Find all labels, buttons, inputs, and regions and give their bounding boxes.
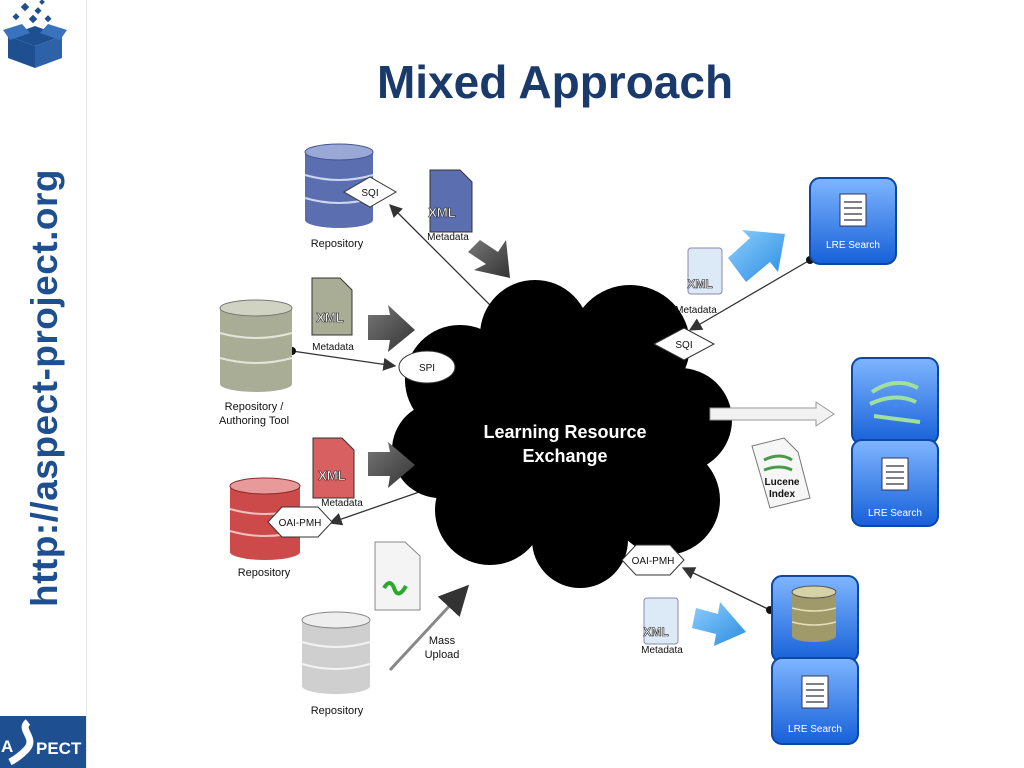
svg-text:LRE Search: LRE Search	[868, 508, 922, 519]
repository-label: Repository	[311, 705, 364, 717]
svg-text:XML: XML	[316, 310, 344, 325]
svg-text:XML: XML	[687, 277, 712, 291]
spi-interface-badge: SPI	[398, 350, 456, 384]
svg-text:XML: XML	[318, 468, 346, 483]
gray-arrow-icon	[368, 442, 415, 488]
logo-text: PECT	[36, 739, 82, 758]
xml-metadata-document-icon: XML	[312, 437, 355, 499]
metadata-label: Metadata	[321, 498, 363, 509]
gray-arrow-icon	[368, 305, 415, 352]
svg-text:OAI-PMH: OAI-PMH	[632, 556, 675, 567]
xml-metadata-document-icon: XML	[428, 169, 473, 233]
repository-label: Repository	[311, 238, 364, 250]
svg-text:OAI-PMH: OAI-PMH	[279, 518, 322, 529]
lucene-search-service: LRE Search	[851, 357, 939, 527]
slide-title: Mixed Approach	[376, 56, 734, 108]
metadata-label: Metadata	[641, 645, 683, 656]
aspect-box-logo-icon	[3, 0, 67, 68]
svg-text:Lucene: Lucene	[764, 477, 799, 488]
svg-text:Index: Index	[769, 489, 796, 500]
svg-text:SQI: SQI	[675, 340, 692, 351]
cloud-label-line2: Exchange	[522, 446, 607, 466]
svg-text:SQI: SQI	[361, 188, 378, 199]
sidebar: http://aspect-project.org A PECT	[0, 0, 87, 768]
gray-arrow-icon	[468, 240, 510, 278]
blue-arrow-icon	[692, 602, 746, 646]
learning-resource-exchange-cloud: Learning Resource Exchange	[392, 280, 732, 588]
oai-pmh-interface-badge: OAI-PMH	[267, 506, 333, 538]
website-url[interactable]: http://aspect-project.org	[24, 168, 65, 608]
aspect-logo-icon: A PECT	[0, 716, 86, 768]
svg-text:SPI: SPI	[419, 363, 435, 374]
authoring-tool-database-icon	[219, 299, 293, 392]
cloud-label-line1: Learning Resource	[483, 422, 646, 442]
svg-text:LRE Search: LRE Search	[788, 724, 842, 735]
repository-authoring-label-2: Authoring Tool	[219, 415, 289, 427]
sqi-interface-badge: SQI	[652, 327, 716, 361]
oai-pmh-interface-badge: OAI-PMH	[621, 544, 685, 576]
lre-search-harvester-service: LRE Search	[771, 575, 859, 745]
lre-architecture-diagram: Learning Resource Exchange Repository SQ…	[219, 143, 939, 745]
logo-letter: A	[1, 737, 13, 756]
package-document-icon	[374, 541, 421, 611]
repository-label: Repository	[238, 567, 291, 579]
metadata-label: Metadata	[312, 342, 354, 353]
lucene-index-document-icon: Lucene Index	[751, 437, 811, 509]
sqi-interface-badge: SQI	[342, 176, 398, 208]
xml-metadata-document-icon: XML	[687, 247, 723, 295]
metadata-label: Metadata	[427, 232, 469, 243]
lre-search-service: LRE Search	[809, 177, 897, 265]
repository-authoring-label-1: Repository /	[225, 401, 285, 413]
white-arrow-icon	[709, 401, 835, 427]
metadata-label: Metadata	[675, 305, 717, 316]
xml-metadata-document-icon: XML	[311, 277, 353, 336]
repository-database-icon	[301, 611, 371, 694]
blue-arrow-icon	[728, 230, 785, 282]
mass-upload-label-2: Upload	[425, 649, 460, 661]
mass-upload-label-1: Mass	[429, 635, 456, 647]
svg-text:LRE Search: LRE Search	[826, 240, 880, 251]
xml-metadata-document-icon: XML	[643, 597, 679, 645]
svg-text:XML: XML	[643, 625, 668, 639]
svg-text:XML: XML	[428, 205, 456, 220]
repository-database-icon	[304, 143, 374, 228]
